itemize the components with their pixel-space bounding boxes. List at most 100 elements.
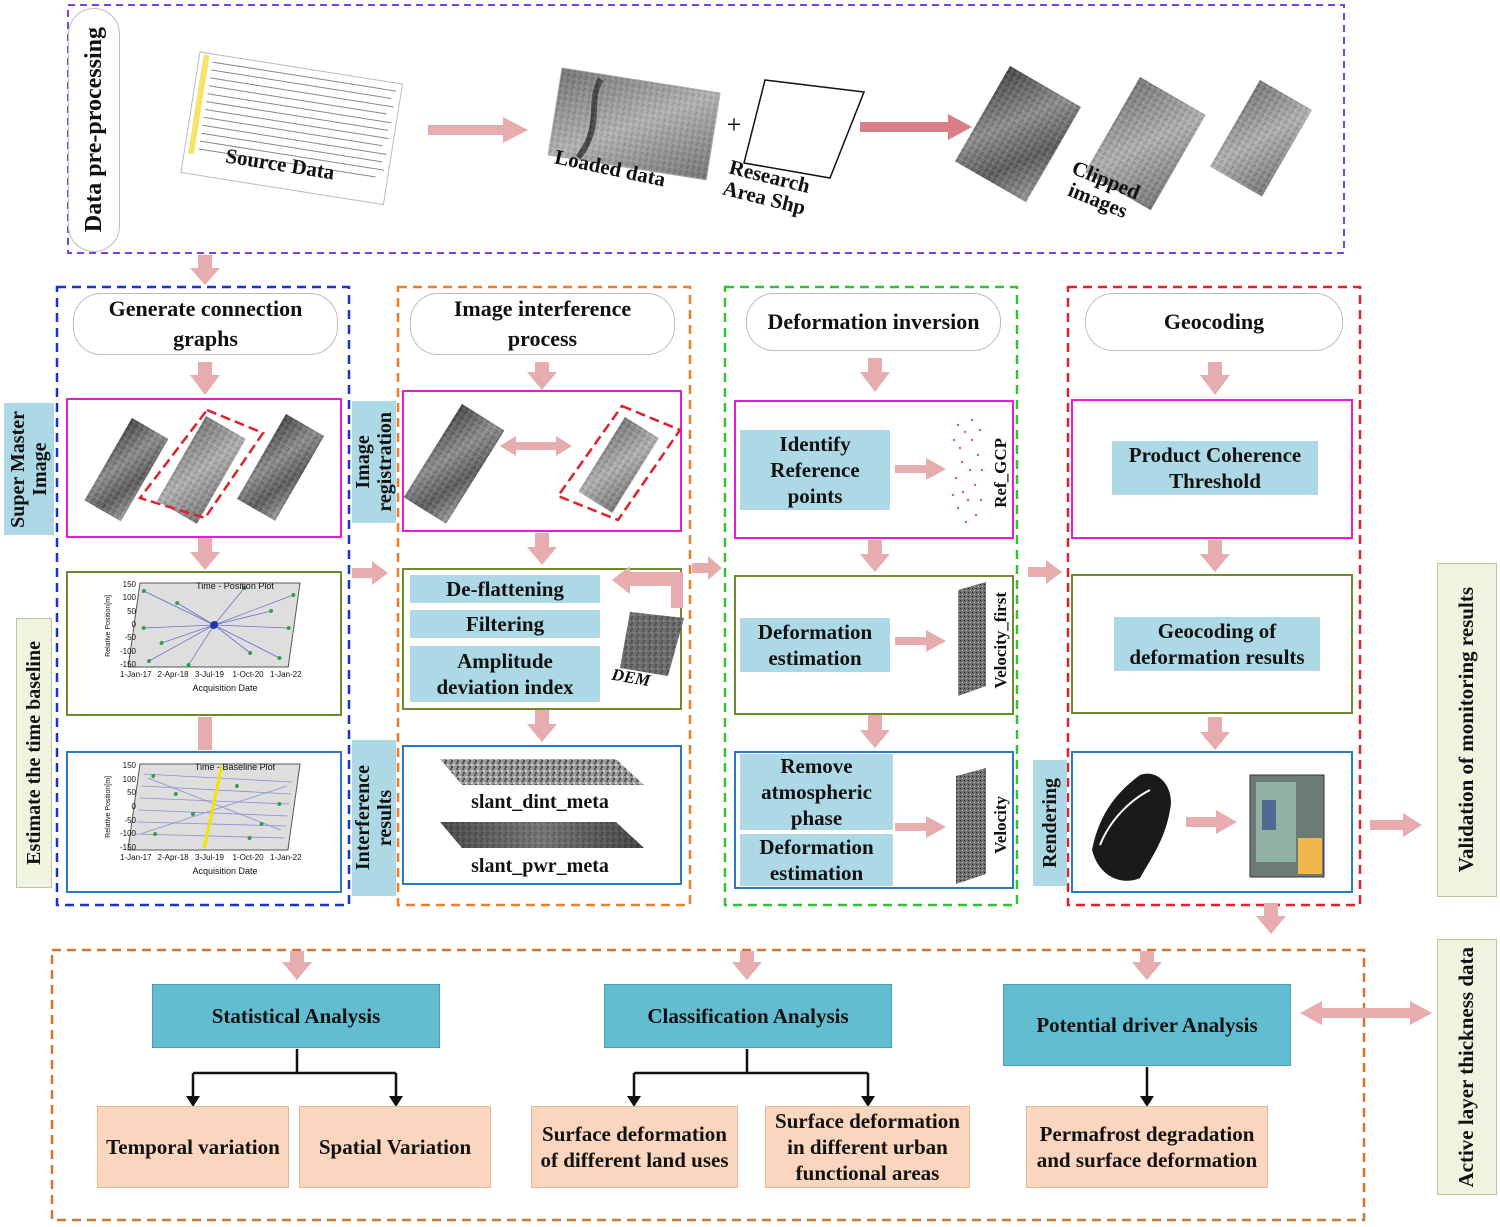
- plot1-x-tick-4: 1-Jan-22: [270, 670, 302, 679]
- amplitude-deviation-step: Amplitude deviation index: [410, 646, 600, 702]
- urban-functional-box: Surface deformation in different urban f…: [765, 1106, 970, 1188]
- ref-gcp-label: Ref_GCP: [988, 420, 1014, 525]
- deformation-estimation-step: Deformation estimation: [740, 618, 890, 672]
- plot2-yticks: 150 100 50 0 -50 -100 -150: [114, 761, 136, 853]
- velocity-label: Velocity: [988, 780, 1014, 870]
- plot2-x-tick-4: 1-Jan-22: [270, 853, 302, 862]
- validation-text: Validation of monitoring results: [1454, 587, 1479, 873]
- plot2-x-tick-0: 1-Jan-17: [120, 853, 152, 862]
- preprocess-title: Data pre-processing: [80, 27, 107, 233]
- plot1-xticks: 1-Jan-17 2-Apr-18 3-Jul-19 1-Oct-20 1-Jan-22: [120, 670, 302, 682]
- research-area-shape: [743, 79, 866, 179]
- classification-analysis-box: Classification Analysis: [604, 984, 892, 1048]
- plot2-y-tick-0: 150: [122, 761, 136, 770]
- plot1-y-tick-6: -150: [119, 660, 136, 669]
- plot2-y-tick-2: 50: [127, 788, 136, 798]
- plot2-xlabel: Acquisition Date: [192, 866, 258, 876]
- registration-images: [403, 404, 682, 524]
- plot2-y-tick-3: 0: [131, 802, 136, 811]
- active-layer-side-label: Active layer thickness data: [1437, 939, 1497, 1195]
- plot1-y-tick-2: 50: [127, 606, 136, 616]
- remove-atmospheric-step: Remove atmospheric phase: [740, 754, 893, 830]
- identify-reference-step: Identify Reference points: [740, 430, 890, 510]
- plot1-yticks: 150 100 50 0 -50 -100 -150: [114, 580, 136, 670]
- deformation-estimation2-step: Deformation estimation: [740, 834, 893, 886]
- plot2-x-tick-1: 2-Apr-18: [157, 853, 189, 862]
- plot1-x-tick-3: 1-Oct-20: [232, 670, 264, 679]
- statistical-analysis-box: Statistical Analysis: [152, 984, 440, 1048]
- interference-title: Image interference process: [410, 293, 675, 355]
- dem-image: [620, 612, 684, 676]
- slant-dint-label: slant_dint_meta: [471, 791, 609, 813]
- plot1-y-tick-4: -50: [124, 633, 136, 643]
- plot1-y-tick-0: 150: [122, 580, 136, 589]
- slant-pwr-image: [440, 822, 644, 848]
- land-uses-box: Surface deformation of different land us…: [531, 1106, 738, 1188]
- coherence-threshold-step: Product Coherence Threshold: [1112, 441, 1318, 495]
- active-layer-text: Active layer thickness data: [1454, 946, 1479, 1188]
- plot1-xlabel: Acquisition Date: [192, 683, 258, 693]
- plot1-y-tick-3: 0: [131, 620, 136, 629]
- inversion-title: Deformation inversion: [746, 293, 1001, 351]
- analysis-container: [50, 948, 1366, 1222]
- temporal-variation-box: Temporal variation: [97, 1106, 289, 1188]
- flow-arrows: [190, 114, 1432, 1025]
- preprocess-title-pill: Data pre-processing: [68, 8, 120, 252]
- plot1-x-tick-2: 3-Jul-19: [195, 670, 224, 679]
- plot2-x-tick-2: 3-Jul-19: [195, 853, 224, 862]
- time-position-plot: [127, 582, 301, 668]
- time-baseline-plot: [127, 763, 301, 851]
- geocoding-title: Geocoding: [1085, 293, 1343, 351]
- de-flattening-step: De-flattening: [410, 575, 600, 603]
- velocity-first-text: Velocity_first: [990, 592, 1010, 689]
- image-registration-side-label: Image registration: [352, 401, 396, 523]
- velocity-image: [956, 768, 986, 884]
- slant-pwr-label: slant_pwr_meta: [471, 855, 609, 877]
- plot1-ylabel-text: Relative Position[m]: [105, 595, 113, 657]
- ref-gcp-text: Ref_GCP: [990, 437, 1010, 508]
- plot2-y-tick-4: -50: [124, 815, 136, 825]
- rendering-side-label: Rendering: [1033, 760, 1067, 886]
- filtering-step: Filtering: [410, 610, 600, 638]
- geocoding-results-step: Geocoding of deformation results: [1114, 617, 1320, 671]
- image-registration-text: Image registration: [352, 412, 396, 512]
- permafrost-box: Permafrost degradation and surface defor…: [1026, 1106, 1268, 1188]
- master-images: [84, 408, 325, 524]
- rendering-mask-image: [1092, 773, 1171, 881]
- slant-dint-image: [440, 759, 644, 785]
- plot1-x-tick-1: 2-Apr-18: [157, 670, 189, 679]
- rendering-text: Rendering: [1039, 778, 1061, 868]
- plot2-y-tick-1: 100: [122, 774, 136, 784]
- clipped-images: [955, 65, 1312, 211]
- velocity-text: Velocity: [990, 796, 1010, 854]
- inversion-container: [723, 285, 1019, 907]
- interference-results-text: Interference results: [352, 765, 396, 871]
- plot1-y-tick-1: 100: [122, 593, 136, 603]
- time-baseline-text: Estimate the time baseline: [23, 641, 45, 865]
- preprocess-container: [67, 4, 1345, 254]
- plus-sign-text: +: [727, 110, 742, 139]
- geocoding-container: [1066, 285, 1362, 907]
- velocity-first-label: Velocity_first: [988, 588, 1014, 693]
- source-data-image: [180, 51, 404, 206]
- driver-analysis-box: Potential driver Analysis: [1003, 984, 1291, 1066]
- plot1-y-tick-5: -100: [119, 646, 136, 656]
- time-baseline-side-label: Estimate the time baseline: [16, 618, 52, 888]
- rendering-map-image: [1249, 774, 1325, 878]
- validation-side-label: Validation of monitoring results: [1437, 563, 1497, 897]
- interference-results-side-label: Interference results: [352, 740, 396, 896]
- tree-connectors: [191, 1049, 1149, 1098]
- super-master-text: Super Master Image: [7, 410, 51, 528]
- tree-arrowheads: [186, 1096, 1154, 1107]
- loaded-data-image: [547, 67, 721, 181]
- plot1-title: Time - Position Plot: [196, 581, 274, 591]
- plot2-ylabel-text: Relative Position[m]: [105, 776, 113, 838]
- plot2-title: Time - Baseline Plot: [194, 762, 276, 772]
- plot2-y-tick-6: -150: [119, 843, 136, 852]
- plot1-x-tick-0: 1-Jan-17: [120, 670, 152, 679]
- ref-gcp-image: [951, 418, 984, 524]
- plot2-y-tick-5: -100: [119, 829, 136, 839]
- super-master-side-label: Super Master Image: [4, 403, 54, 535]
- graphs-container: [55, 285, 351, 907]
